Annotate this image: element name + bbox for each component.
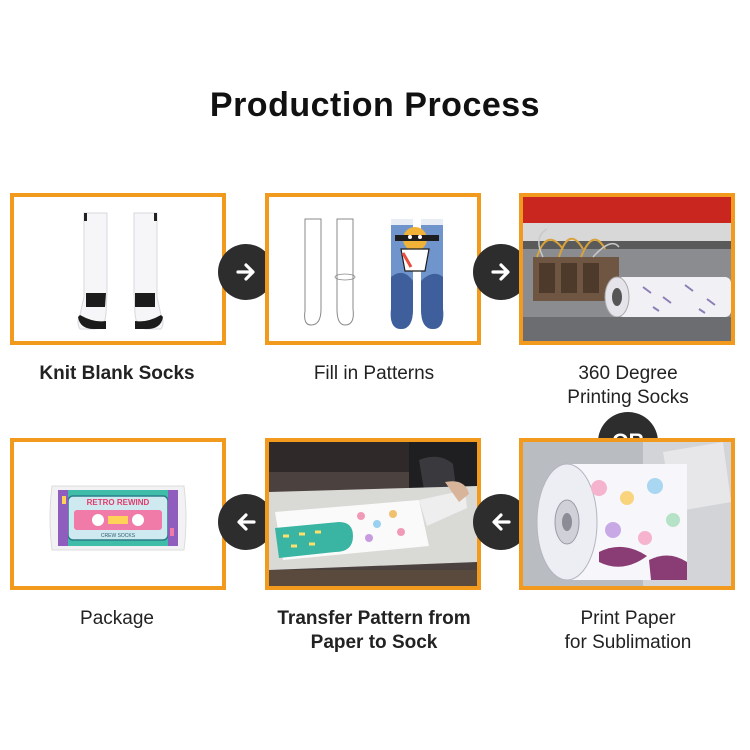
step-label-line: for Sublimation: [564, 632, 692, 653]
step-print-paper-image: [519, 438, 735, 590]
step-label-line: Transfer Pattern from: [277, 608, 471, 629]
step-fill-in-patterns-image: [265, 193, 481, 345]
step-label-line: Printing Socks: [567, 387, 689, 408]
step-label-knit-blank-socks: Knit Blank Socks: [39, 363, 195, 384]
arrow-right-icon: [236, 263, 255, 281]
next-step-arrow[interactable]: [218, 244, 274, 300]
package-subtitle-text: CREW SOCKS: [101, 533, 136, 539]
arrow-right-icon: [491, 263, 510, 281]
step-label-360-printing: 360 Degree Printing Socks: [508, 362, 748, 410]
step-knit-blank-socks-image: [10, 193, 226, 345]
step-label-transfer-pattern: Transfer Pattern from Paper to Sock: [254, 607, 494, 655]
next-step-arrow[interactable]: [218, 494, 274, 550]
step-package-image: RETRO REWIND CREW SOCKS: [10, 438, 226, 590]
package-brand-text: RETRO REWIND: [87, 498, 150, 507]
step-label-print-paper: Print Paper for Sublimation: [508, 607, 748, 655]
arrow-left-icon: [237, 513, 256, 531]
step-transfer-pattern-image: [265, 438, 481, 590]
step-label-package: Package: [80, 608, 154, 629]
step-label-line: Print Paper: [580, 608, 676, 629]
arrow-left-icon: [492, 513, 511, 531]
step-label-fill-in-patterns: Fill in Patterns: [313, 363, 435, 384]
step-label-line: 360 Degree: [578, 363, 678, 384]
step-360-printing-image: [519, 193, 735, 345]
page-title: Production Process: [209, 86, 541, 124]
step-label-line: Paper to Sock: [310, 632, 438, 653]
